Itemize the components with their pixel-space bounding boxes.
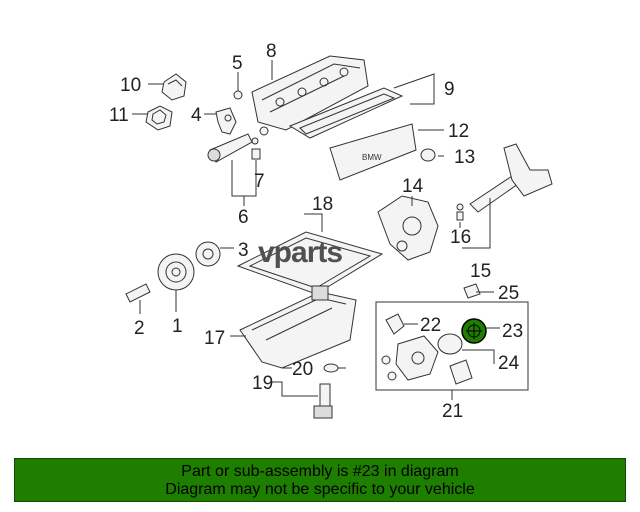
callout-18: 18 xyxy=(312,194,333,215)
part-10[interactable] xyxy=(161,73,187,101)
callout-12: 12 xyxy=(448,121,469,142)
callout-5: 5 xyxy=(232,53,243,74)
part-15[interactable] xyxy=(469,143,553,213)
part-18[interactable] xyxy=(236,231,384,295)
part-2[interactable] xyxy=(125,283,151,303)
banner-line-1: Part or sub-assembly is #23 in diagram xyxy=(181,463,459,480)
part-16[interactable] xyxy=(456,203,464,221)
part-13[interactable] xyxy=(420,148,436,162)
part-24[interactable] xyxy=(437,333,473,385)
callout-7: 7 xyxy=(254,171,265,192)
watermark-logo: vparts xyxy=(258,236,343,270)
watermark-text: vparts xyxy=(258,236,343,269)
callout-9: 9 xyxy=(444,79,455,100)
callout-20: 20 xyxy=(292,359,313,380)
part-22[interactable] xyxy=(385,313,405,335)
part-17[interactable] xyxy=(239,285,357,369)
callout-25: 25 xyxy=(498,283,519,304)
callout-19: 19 xyxy=(252,373,273,394)
callout-21: 21 xyxy=(442,401,463,422)
callout-16: 16 xyxy=(450,227,471,248)
part-11[interactable] xyxy=(145,105,173,131)
part-4[interactable] xyxy=(215,107,237,135)
part-20[interactable] xyxy=(323,363,339,373)
svg-text:BMW: BMW xyxy=(362,153,382,162)
callout-13: 13 xyxy=(454,147,475,168)
part-21[interactable] xyxy=(381,335,439,381)
part-7[interactable] xyxy=(251,126,269,160)
info-banner: Part or sub-assembly is #23 in diagram D… xyxy=(14,458,626,502)
callout-22: 22 xyxy=(420,315,441,336)
callout-24: 24 xyxy=(498,353,520,374)
callout-4: 4 xyxy=(191,105,202,126)
part-6[interactable] xyxy=(207,133,253,163)
callout-15: 15 xyxy=(470,261,491,282)
part-12[interactable]: BMW xyxy=(329,123,417,181)
part-1[interactable] xyxy=(157,253,195,291)
callout-10: 10 xyxy=(120,75,141,96)
banner-line-2: Diagram may not be specific to your vehi… xyxy=(165,481,475,498)
part-3[interactable] xyxy=(195,241,221,267)
callout-2: 2 xyxy=(134,318,145,339)
part-25[interactable] xyxy=(463,283,481,299)
part-23-highlighted[interactable] xyxy=(461,318,487,344)
callout-23: 23 xyxy=(502,321,523,342)
part-8[interactable] xyxy=(251,55,369,131)
callout-8: 8 xyxy=(266,41,277,62)
callout-6: 6 xyxy=(238,207,249,228)
callout-labels: 10 11 4 5 8 9 12 13 14 16 15 25 3 7 6 18… xyxy=(109,41,523,422)
part-9[interactable] xyxy=(288,87,404,139)
callout-11: 11 xyxy=(109,105,129,126)
callout-1: 1 xyxy=(172,316,183,337)
part-14[interactable] xyxy=(377,195,439,261)
callout-17: 17 xyxy=(204,328,225,349)
part-5[interactable] xyxy=(233,90,243,100)
callout-14: 14 xyxy=(402,176,424,197)
part-19[interactable] xyxy=(313,383,333,419)
leader-lines xyxy=(132,60,500,400)
callout-3: 3 xyxy=(238,240,249,261)
